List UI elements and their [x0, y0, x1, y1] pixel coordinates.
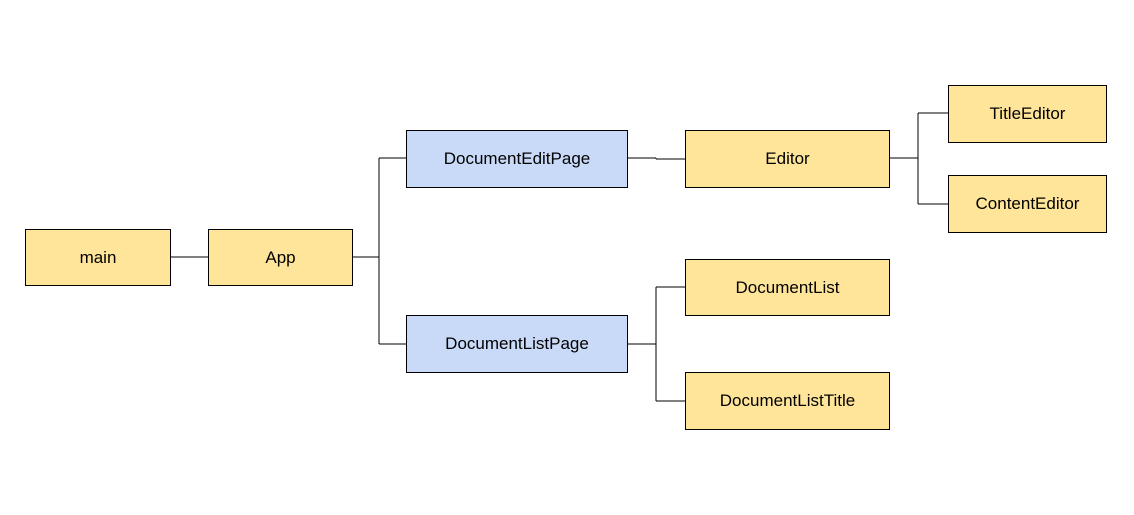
node-content-editor-label: ContentEditor	[975, 194, 1080, 213]
node-editor: Editor	[685, 130, 890, 188]
node-document-list-page: DocumentListPage	[406, 315, 628, 373]
node-title-editor-label: TitleEditor	[989, 104, 1066, 123]
node-title-editor: TitleEditor	[948, 85, 1107, 143]
node-document-list-title: DocumentListTitle	[685, 372, 890, 430]
node-main: main	[25, 229, 171, 286]
node-app-label: App	[265, 247, 296, 267]
node-document-list-label: DocumentList	[735, 277, 840, 297]
node-app: App	[208, 229, 353, 286]
node-main-label: main	[79, 247, 117, 267]
node-document-list-title-label: DocumentListTitle	[719, 391, 856, 410]
node-document-list: DocumentList	[685, 259, 890, 316]
node-content-editor: ContentEditor	[948, 175, 1107, 233]
node-editor-label: Editor	[765, 149, 810, 168]
node-document-list-page-label: DocumentListPage	[445, 334, 589, 353]
node-document-edit-page-label: DocumentEditPage	[443, 149, 591, 168]
node-document-edit-page: DocumentEditPage	[406, 130, 628, 188]
